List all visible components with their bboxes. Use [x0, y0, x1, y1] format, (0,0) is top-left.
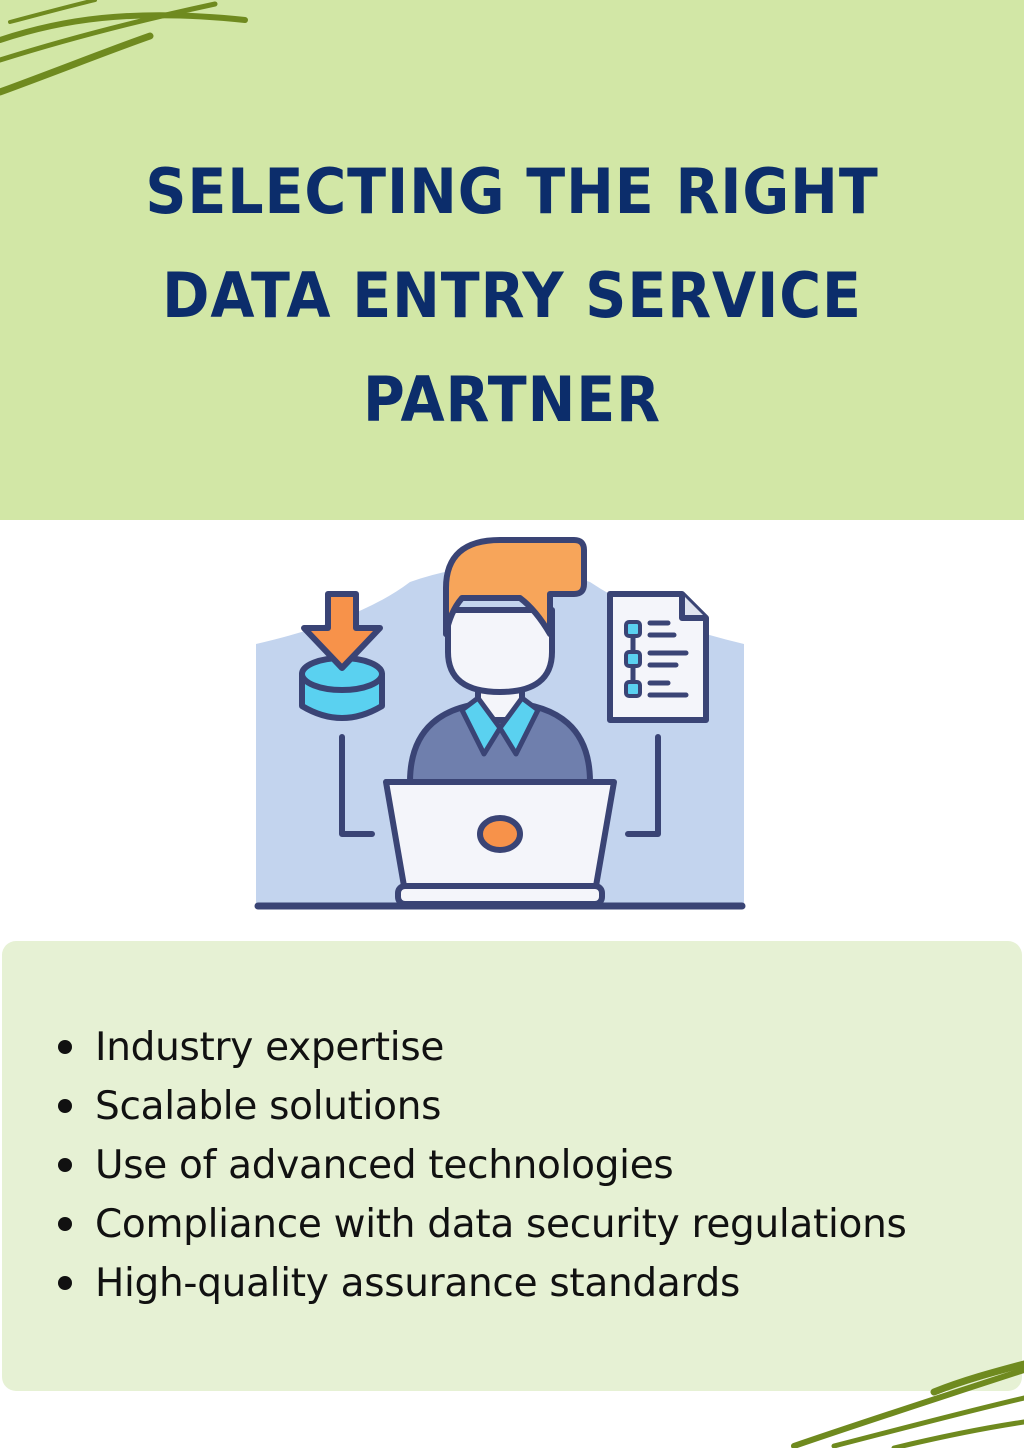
- title-line-2: DATA ENTRY SERVICE: [162, 259, 862, 332]
- list-item: Industry expertise: [0, 1018, 907, 1077]
- feature-text: Compliance with data security regulation…: [95, 1202, 907, 1247]
- header-banner: [0, 0, 1024, 520]
- document-list-icon: [607, 591, 709, 723]
- feature-text: Use of advanced technologies: [95, 1143, 674, 1188]
- list-item: Use of advanced technologies: [0, 1136, 907, 1195]
- database-download-icon: [299, 591, 385, 721]
- feature-text: High-quality assurance standards: [95, 1261, 740, 1306]
- list-item: Scalable solutions: [0, 1077, 907, 1136]
- list-item: Compliance with data security regulation…: [0, 1195, 907, 1254]
- bullet-icon: [58, 1217, 72, 1231]
- feature-text: Scalable solutions: [95, 1084, 442, 1129]
- features-list: Industry expertise Scalable solutions Us…: [0, 1018, 907, 1313]
- laptop-icon: [383, 779, 617, 907]
- bullet-icon: [58, 1158, 72, 1172]
- list-item: High-quality assurance standards: [0, 1254, 907, 1313]
- page-title: SELECTING THE RIGHT DATA ENTRY SERVICE P…: [41, 140, 983, 452]
- title-line-1: SELECTING THE RIGHT: [145, 155, 879, 228]
- title-line-3: PARTNER: [362, 363, 662, 436]
- bullet-icon: [58, 1276, 72, 1290]
- bullet-icon: [58, 1040, 72, 1054]
- features-panel: [2, 941, 1022, 1391]
- data-entry-operator-illustration: [254, 537, 746, 910]
- bullet-icon: [58, 1099, 72, 1113]
- feature-text: Industry expertise: [95, 1025, 445, 1070]
